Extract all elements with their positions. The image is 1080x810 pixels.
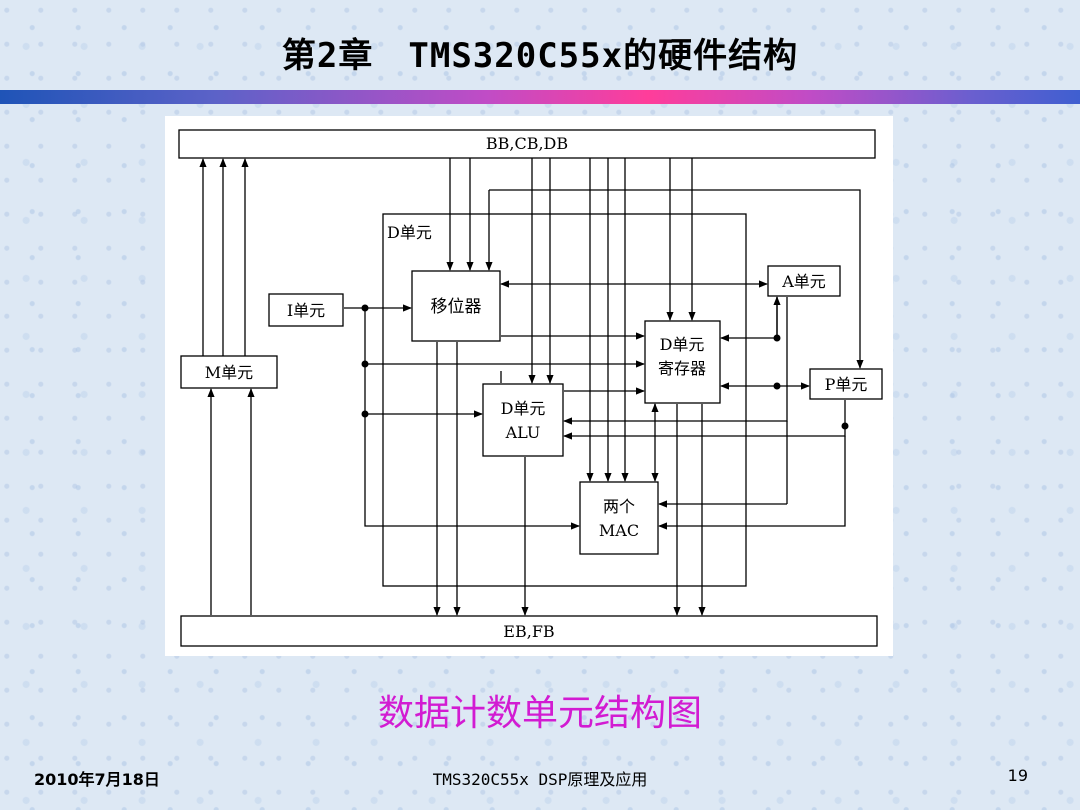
bus-bottom-box: [180, 615, 878, 647]
mac-label-2: MAC: [599, 521, 639, 540]
footer-course-title: TMS320C55x DSP原理及应用: [432, 770, 648, 789]
alu-label-1: D单元: [501, 399, 546, 418]
diagram-panel: BB,CB,DB EB,FB D单元 M单元 I单元 移位器 A单元 D单元 寄…: [165, 116, 893, 656]
alu-box: [482, 383, 564, 457]
footer-date: 2010年7月18日: [34, 770, 160, 789]
a-unit-box: [767, 265, 841, 297]
data-computation-unit-diagram: BB,CB,DB EB,FB D单元 M单元 I单元 移位器 A单元 D单元 寄…: [178, 129, 883, 647]
i-unit-label: I单元: [287, 301, 325, 320]
d-unit-frame-label: D单元: [387, 223, 432, 242]
alu-label-2: ALU: [505, 423, 541, 442]
title-divider-bar: [0, 90, 1080, 104]
i-unit-box: [268, 293, 344, 327]
page-number: 19: [1007, 766, 1028, 785]
page-title: 第2章 TMS320C55x的硬件结构: [281, 36, 799, 76]
mac-label-1: 两个: [603, 497, 635, 516]
m-unit-label: M单元: [205, 363, 253, 382]
mac-box: [579, 481, 659, 555]
bus-bottom-label: EB,FB: [503, 622, 554, 641]
m-unit-box: [180, 355, 278, 389]
bus-top-label: BB,CB,DB: [486, 134, 568, 153]
d-register-box: [644, 320, 721, 404]
p-unit-label: P单元: [825, 375, 868, 394]
bus-top-box: [178, 129, 876, 159]
shifter-box: [411, 270, 501, 342]
diagram-caption: 数据计数单元结构图: [377, 693, 702, 734]
shifter-label: 移位器: [431, 297, 482, 317]
d-register-label-2: 寄存器: [658, 359, 706, 378]
d-register-label-1: D单元: [660, 335, 705, 354]
d-unit-frame: [382, 213, 747, 587]
a-unit-label: A单元: [781, 272, 826, 291]
p-unit-box: [809, 368, 883, 400]
